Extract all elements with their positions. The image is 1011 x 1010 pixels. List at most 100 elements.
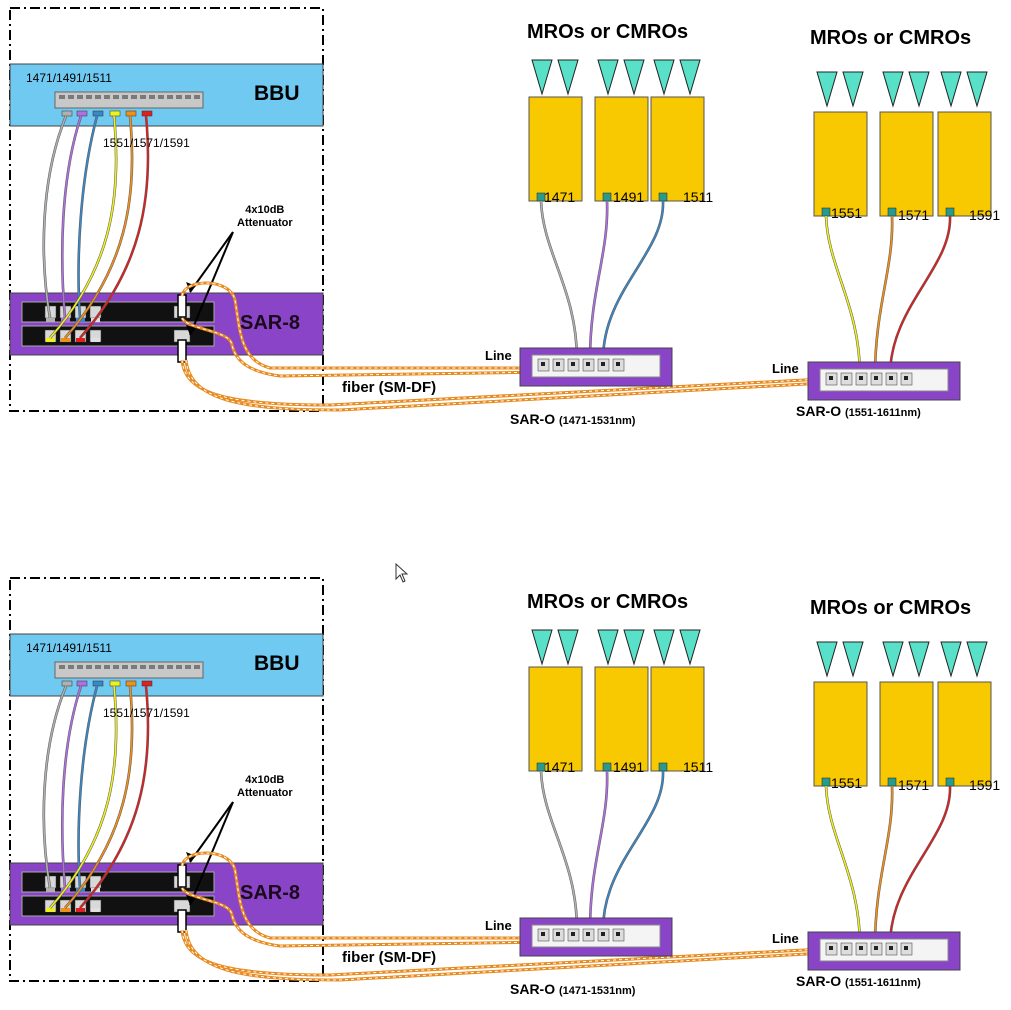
bbu-sfp-tab bbox=[125, 680, 137, 687]
patch-cords bbox=[42, 115, 150, 339]
bbu-label: BBU bbox=[254, 82, 300, 105]
antenna-icon bbox=[557, 59, 579, 96]
patch-cord bbox=[43, 685, 67, 889]
saro-b-range: (1551-1611nm) bbox=[845, 977, 921, 989]
mro-unit bbox=[879, 681, 934, 787]
channel-label: 1511 bbox=[683, 759, 714, 775]
saro-b-range: (1551-1611nm) bbox=[845, 407, 921, 419]
group-a-title: MROs or CMROs bbox=[527, 21, 689, 43]
fiber-highlight bbox=[181, 887, 549, 947]
bbu-port bbox=[194, 95, 200, 99]
drop-cord-shadow bbox=[888, 215, 952, 377]
patch-cord bbox=[49, 115, 118, 339]
antenna-icon bbox=[816, 641, 838, 678]
saro-port-hole bbox=[859, 946, 863, 950]
group-a-title: MROs or CMROs bbox=[527, 591, 689, 613]
saro-a-range: (1471-1531nm) bbox=[559, 985, 636, 997]
mro-unit bbox=[650, 96, 705, 202]
attenuator-line-1: 4x10dB bbox=[245, 774, 285, 786]
bbu-port bbox=[185, 665, 191, 669]
attenuator-line-2: Attenuator bbox=[237, 787, 293, 799]
sfp-tab bbox=[76, 908, 85, 912]
wdm-diagram: BBU 1471/1491/1511 1551/1571/1591 4x10dB… bbox=[0, 570, 1011, 1010]
mro-unit bbox=[813, 681, 868, 787]
mro-unit bbox=[528, 96, 583, 202]
bbu-port bbox=[131, 95, 137, 99]
saro-port-hole bbox=[586, 362, 590, 366]
sfp-tab bbox=[61, 338, 70, 342]
patch-cord bbox=[79, 115, 149, 339]
saro-a-label: SAR-O (1471-1531nm) bbox=[510, 411, 635, 427]
bbu-port bbox=[167, 665, 173, 669]
bbu-ports-top: 1471/1491/1511 bbox=[26, 641, 112, 655]
group-b-title: MROs or CMROs bbox=[810, 597, 972, 619]
mro-port bbox=[658, 192, 668, 202]
saro-port-hole bbox=[586, 932, 590, 936]
mro-port bbox=[945, 207, 955, 217]
saro-port-hole bbox=[829, 376, 833, 380]
bbu-port bbox=[158, 95, 164, 99]
attenuator-label: 4x10dB Attenuator bbox=[237, 774, 293, 800]
sfp-tab bbox=[46, 338, 55, 342]
antenna-icon bbox=[679, 59, 701, 96]
patch-cord bbox=[49, 685, 118, 909]
saro-port-hole bbox=[874, 946, 878, 950]
bbu-port bbox=[104, 95, 110, 99]
sar8-label: SAR-8 bbox=[240, 882, 301, 904]
antenna-icon bbox=[679, 629, 701, 666]
antenna-icon bbox=[940, 71, 962, 108]
bbu-sfp-tab bbox=[125, 110, 137, 117]
saro-b-name: SAR-O bbox=[796, 973, 842, 989]
saro-panel bbox=[819, 938, 949, 962]
attenuator-label: 4x10dB Attenuator bbox=[237, 204, 293, 230]
site-boundary bbox=[9, 577, 324, 982]
saro-port-hole bbox=[616, 932, 620, 936]
bbu-sfp-tab bbox=[109, 680, 121, 687]
sar8-label: SAR-8 bbox=[240, 312, 301, 334]
channel-label: 1551 bbox=[831, 205, 863, 221]
bbu-sfp-tab bbox=[61, 680, 73, 687]
wdm-diagram: BBU 1471/1491/1511 1551/1571/1591 4x10dB… bbox=[0, 0, 1011, 440]
fiber-highlight bbox=[181, 929, 843, 976]
saro-port-hole bbox=[616, 362, 620, 366]
site-boundary bbox=[9, 7, 324, 412]
channel-label: 1591 bbox=[969, 207, 1001, 223]
bbu-port bbox=[185, 95, 191, 99]
saro-b bbox=[807, 931, 961, 971]
drop-cord bbox=[825, 215, 861, 377]
bbu-port bbox=[113, 665, 119, 669]
bbu-port bbox=[149, 665, 155, 669]
mro-unit bbox=[594, 666, 649, 772]
saro-b-label: SAR-O (1551-1611nm) bbox=[796, 973, 921, 989]
antenna-icon bbox=[908, 641, 930, 678]
antenna-icon bbox=[940, 641, 962, 678]
channel-label: 1511 bbox=[683, 189, 714, 205]
mro-group-a bbox=[528, 629, 705, 931]
antenna-icon bbox=[816, 71, 838, 108]
drop-cord bbox=[889, 785, 951, 947]
patch-cord bbox=[43, 115, 67, 319]
antenna-icon bbox=[882, 641, 904, 678]
saro-port-hole bbox=[889, 376, 893, 380]
mro-group-b bbox=[813, 71, 992, 377]
channel-label: 1551 bbox=[831, 775, 863, 791]
drop-cord bbox=[540, 200, 578, 361]
mro-unit bbox=[594, 96, 649, 202]
mro-port bbox=[821, 207, 831, 217]
drop-cord bbox=[874, 785, 893, 947]
saro-b bbox=[807, 361, 961, 401]
saro-port-hole bbox=[601, 362, 605, 366]
saro-port-hole bbox=[904, 376, 908, 380]
bbu-port bbox=[59, 95, 65, 99]
group-b-title: MROs or CMROs bbox=[810, 27, 972, 49]
channel-label: 1591 bbox=[969, 777, 1001, 793]
mouse-cursor-icon bbox=[395, 563, 409, 583]
attenuator-icon bbox=[177, 294, 187, 318]
drop-cord-shadow bbox=[601, 770, 665, 931]
bbu-port bbox=[140, 665, 146, 669]
bbu-sfp-tab bbox=[141, 110, 153, 117]
attenuator-line-1: 4x10dB bbox=[245, 204, 285, 216]
bbu-sfp-tab bbox=[76, 680, 88, 687]
channel-label: 1471 bbox=[544, 189, 576, 205]
attenuator-pointer bbox=[189, 231, 234, 293]
